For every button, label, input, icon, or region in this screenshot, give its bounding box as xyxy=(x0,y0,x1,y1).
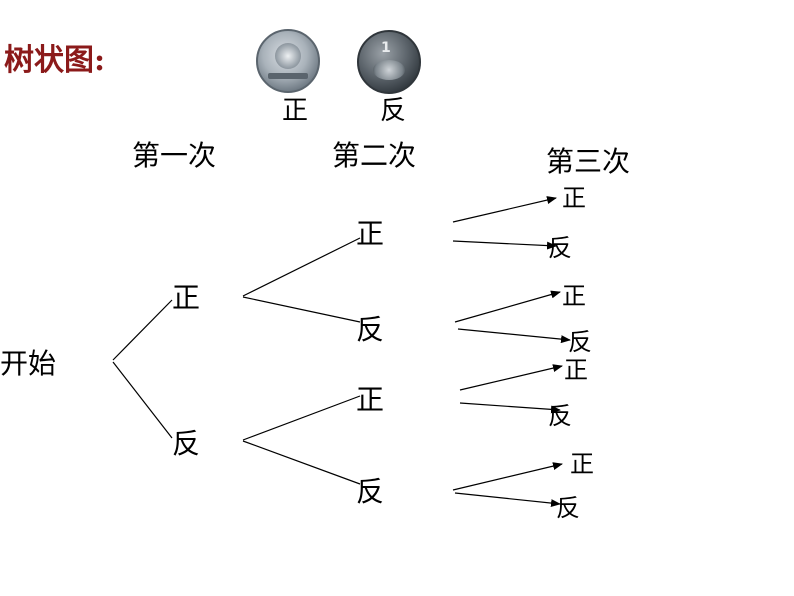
branch-t-to-th xyxy=(242,395,361,441)
level3-node-8: 反 xyxy=(556,494,580,522)
branch-root-to-heads xyxy=(112,299,173,361)
header-third-toss: 第三次 xyxy=(546,145,631,178)
level3-node-3: 正 xyxy=(562,282,586,310)
level3-node-5: 正 xyxy=(564,356,588,384)
arrow-th-h xyxy=(459,364,563,391)
arrow-th-t xyxy=(459,402,561,414)
level3-node-7: 正 xyxy=(570,450,594,478)
level3-node-1: 正 xyxy=(562,184,586,212)
level2-node-3: 正 xyxy=(356,383,385,416)
coin-value: 1 xyxy=(381,40,391,56)
level1-node-tails: 反 xyxy=(172,427,201,460)
level2-node-4: 反 xyxy=(356,475,385,508)
level3-node-2: 反 xyxy=(548,234,572,262)
coin-inscription-band xyxy=(268,73,308,79)
level1-node-heads: 正 xyxy=(172,281,201,314)
level2-node-2: 反 xyxy=(356,313,385,346)
branch-t-to-tt xyxy=(242,440,361,485)
header-first-toss: 第一次 xyxy=(132,139,217,172)
level3-node-6: 反 xyxy=(548,402,572,430)
coin-front-label: 正 xyxy=(282,96,309,126)
arrow-tt-t xyxy=(454,492,561,508)
arrow-tt-h xyxy=(452,462,563,491)
arrow-hh-h xyxy=(452,196,557,223)
coin-back-label: 反 xyxy=(380,96,407,126)
header-second-toss: 第二次 xyxy=(332,139,417,172)
level3-node-4: 反 xyxy=(568,328,592,356)
coin-back-image: 1 xyxy=(357,30,421,94)
national-emblem-icon xyxy=(275,43,301,69)
branch-h-to-ht xyxy=(242,296,361,323)
arrow-ht-t xyxy=(457,328,571,344)
arrow-hh-t xyxy=(452,240,557,250)
branch-h-to-hh xyxy=(242,237,361,297)
chrysanthemum-icon xyxy=(373,60,405,80)
arrow-ht-h xyxy=(454,290,561,323)
tree-root: 开始 xyxy=(0,347,57,380)
branch-root-to-tails xyxy=(112,361,173,439)
coin-front-image xyxy=(256,29,320,93)
level2-node-1: 正 xyxy=(356,217,385,250)
page-title: 树状图: xyxy=(4,43,106,78)
